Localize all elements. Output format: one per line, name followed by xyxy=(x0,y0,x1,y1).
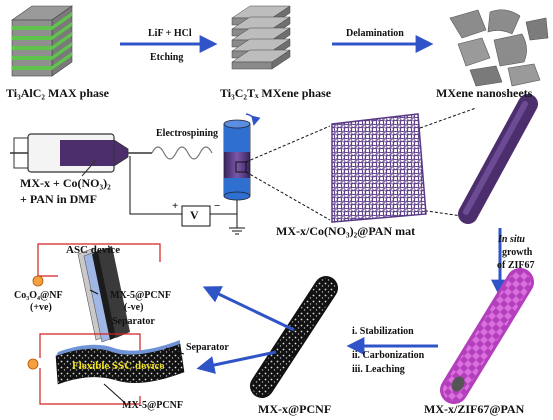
asc-positive-line2: (+ve) xyxy=(30,302,52,313)
ssc-electrode-label: MX-5@PCNF xyxy=(122,400,183,411)
insitu-label-line2: growth xyxy=(502,247,533,258)
etching-label: Etching xyxy=(150,52,184,63)
plus-terminal: + xyxy=(172,200,179,212)
minus-terminal: − xyxy=(214,200,221,212)
syringe xyxy=(10,133,152,173)
electrospinning-label: Electrospining xyxy=(156,128,219,139)
max-phase-block xyxy=(11,5,73,77)
solution-label-line2: + PAN in DMF xyxy=(20,192,97,206)
ssc-separator-label: Separator xyxy=(186,342,229,353)
asc-device xyxy=(32,243,161,343)
asc-arrow xyxy=(202,286,295,332)
mat-label: MX-x/Co(NO₃)₂@PAN mat xyxy=(276,224,416,238)
zif67-label: MX-x/ZIF67@PAN xyxy=(424,402,525,416)
collector-drum xyxy=(223,113,261,201)
etching-reagent-label: LiF + HCl xyxy=(148,28,192,39)
nanosheets-label: MXene nanosheets xyxy=(436,86,533,100)
asc-separator-label: Separator xyxy=(112,316,155,327)
solution-label-line1: MX-x + Co(NO₃)₂ xyxy=(20,176,111,190)
asc-negative-line1: MX-5@PCNF xyxy=(110,290,171,301)
mxene-phase-block xyxy=(231,5,291,70)
solution-pointer xyxy=(81,159,97,177)
asc-left-pointer xyxy=(89,289,99,295)
pcnf-fiber xyxy=(250,276,338,398)
ssc-arrow xyxy=(196,350,277,374)
step-stabilization: i. Stabilization xyxy=(352,326,414,337)
single-fiber xyxy=(458,94,538,224)
asc-title: ASC device xyxy=(66,244,121,256)
asc-negative-line2: (-ve) xyxy=(124,302,144,313)
insitu-label-line1: In situ xyxy=(498,234,525,245)
pan-nanofiber-mat xyxy=(331,113,427,223)
step-carbonization: ii. Carbonization xyxy=(352,350,425,361)
asc-positive-line1: Co₃O₄@NF xyxy=(14,290,63,301)
step-leaching: iii. Leaching xyxy=(352,364,405,375)
electrospinning-jet xyxy=(151,146,213,160)
ssc-device xyxy=(27,333,185,405)
voltage-symbol: V xyxy=(190,208,199,222)
power-supply xyxy=(129,156,245,235)
pcnf-label: MX-x@PCNF xyxy=(258,402,332,416)
mxene-nanosheets xyxy=(449,9,549,87)
max-phase-label: Ti₃AlC₂ MAX phase xyxy=(6,86,109,100)
zif67-fiber xyxy=(440,268,534,404)
mxene-phase-label: Ti₃C₂Tₓ MXene phase xyxy=(220,86,332,100)
insitu-label-line3: of ZIF67 xyxy=(497,260,535,271)
ssc-title: Flexible SSC device xyxy=(72,360,165,372)
delamination-label: Delamination xyxy=(346,28,404,39)
